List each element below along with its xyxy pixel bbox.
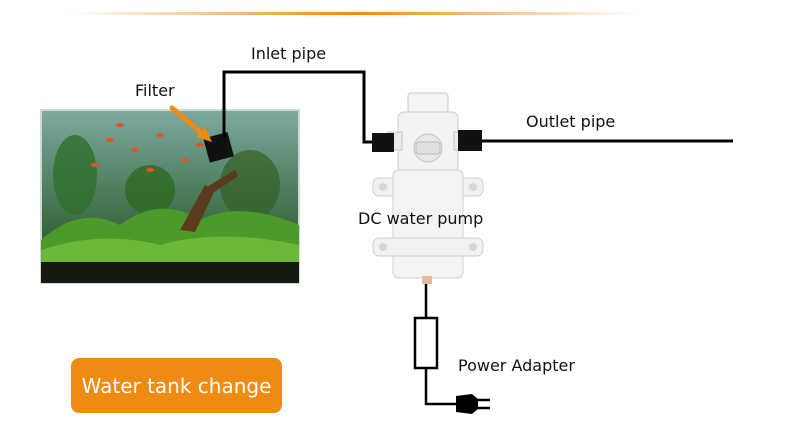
top-divider xyxy=(70,12,640,15)
power-adapter-label: Power Adapter xyxy=(458,356,575,375)
outlet-connector xyxy=(458,130,482,151)
power-cable xyxy=(413,284,456,406)
outlet-pipe-label: Outlet pipe xyxy=(526,112,616,131)
water-tank-change-badge: Water tank change xyxy=(71,358,282,413)
filter-block xyxy=(203,132,234,163)
inlet-pipe xyxy=(222,70,374,144)
filter-label: Filter xyxy=(135,81,175,100)
inlet-pipe-label: Inlet pipe xyxy=(251,44,327,63)
inlet-connector xyxy=(372,133,394,152)
power-plug-icon xyxy=(456,394,490,414)
pump-label: DC water pump xyxy=(358,209,484,228)
dc-water-pump xyxy=(372,92,484,284)
aquarium-tank xyxy=(40,109,300,284)
filter-arrow xyxy=(169,105,212,142)
